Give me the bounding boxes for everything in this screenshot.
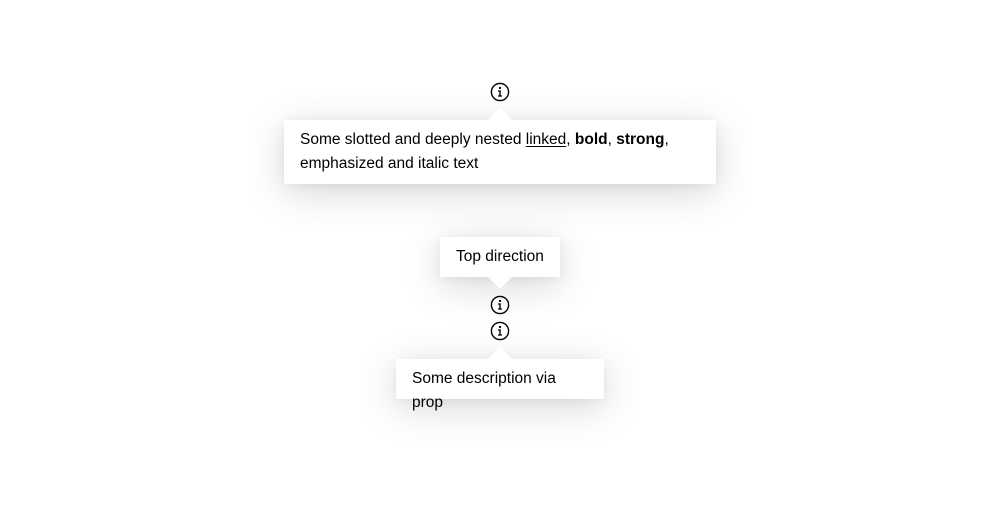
popover-1-text-before: Some slotted and deeply nested: [300, 131, 526, 148]
popover-1-sep-1: ,: [566, 131, 575, 148]
popover-2-content: Top direction: [440, 237, 560, 289]
popover-3-content: Some description via prop: [396, 347, 604, 411]
info-icon: [490, 295, 510, 315]
popover-2-info-button[interactable]: [490, 295, 510, 315]
popover-2-arrow: [488, 277, 512, 289]
popover-1-strong: strong: [616, 131, 665, 148]
popover-1-sep-2: ,: [607, 131, 617, 148]
info-icon: [490, 321, 510, 341]
info-icon: [490, 82, 510, 102]
popover-1-text-after: emphasized and italic text: [300, 155, 479, 172]
popover-3-info-button[interactable]: [490, 321, 510, 341]
popover-3-description: Some description via prop: [412, 370, 556, 411]
popover-1-link[interactable]: linked: [525, 131, 567, 148]
popover-2-description: Top direction: [456, 248, 544, 265]
popover-1-arrow: [488, 108, 512, 120]
popover-1-content: Some slotted and deeply nested linked, b…: [284, 108, 716, 184]
popover-1-info-button[interactable]: [490, 82, 510, 102]
popover-1-sep-3: ,: [664, 131, 669, 148]
popover-1-bold: bold: [574, 131, 608, 148]
popover-3-arrow: [488, 347, 512, 359]
